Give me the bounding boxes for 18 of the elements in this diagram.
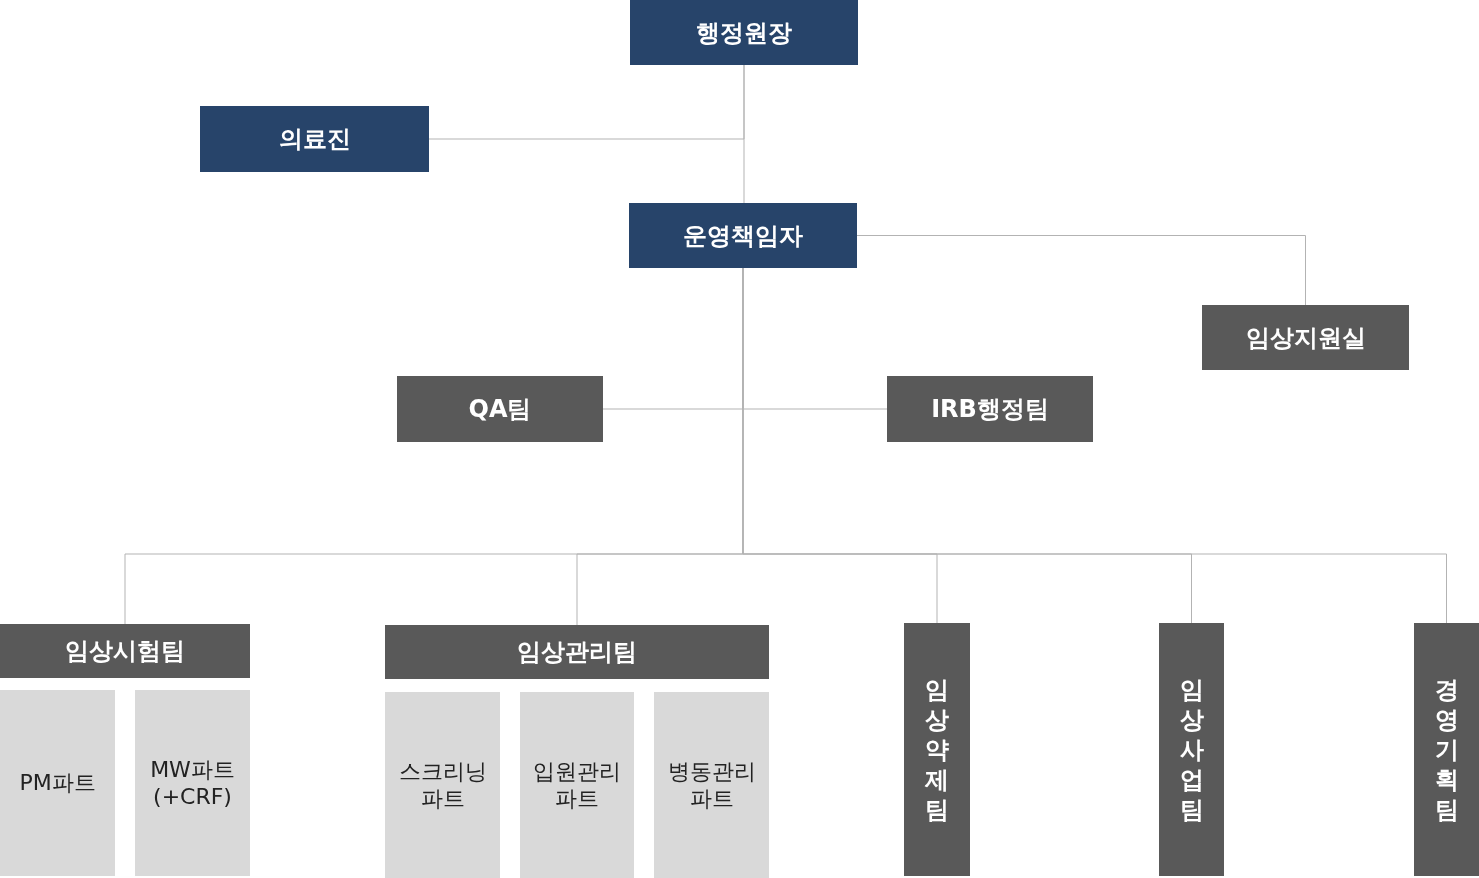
team-box: 경영기획팀	[1414, 623, 1479, 876]
part-box: MW파트 (+CRF)	[135, 690, 250, 876]
team-box: QA팀	[397, 376, 603, 442]
team-box: 임상약제팀	[904, 623, 970, 876]
team-box: 임상지원실	[1202, 305, 1409, 370]
team-header: 임상시험팀	[0, 624, 250, 678]
team-header: 임상관리팀	[385, 625, 769, 679]
connector-line	[428, 64, 745, 140]
head-box: 운영책임자	[629, 203, 857, 268]
part-box: PM파트	[0, 690, 115, 876]
part-box: 입원관리 파트	[520, 692, 634, 878]
part-box: 병동관리 파트	[654, 692, 769, 878]
head-box: 의료진	[200, 106, 429, 172]
team-box: 임상사업팀	[1159, 623, 1224, 876]
head-box: 행정원장	[630, 0, 858, 65]
part-box: 스크리닝 파트	[385, 692, 500, 878]
team-box: IRB행정팀	[887, 376, 1093, 442]
connector-line	[856, 235, 1306, 306]
